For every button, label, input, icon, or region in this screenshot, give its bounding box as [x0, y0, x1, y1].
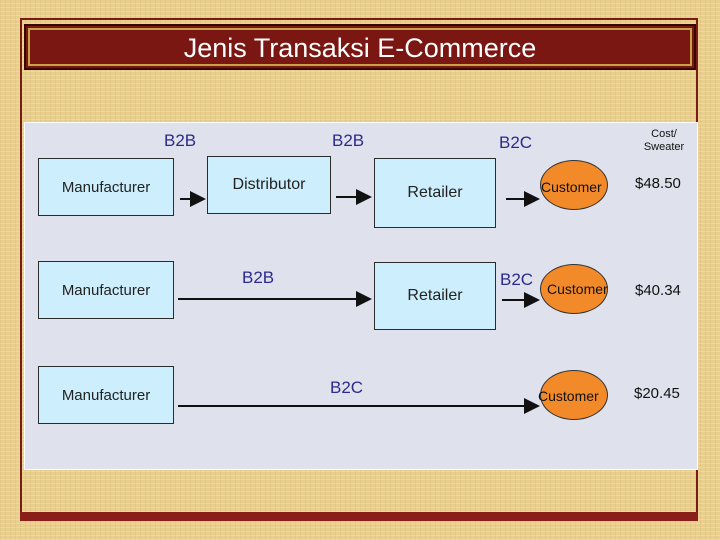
manufacturer-box-1: Manufacturer: [38, 158, 174, 216]
label-b2b-manufacturer-distributor: B2B: [164, 131, 197, 150]
label-b2b-manufacturer-retailer: B2B: [242, 268, 275, 287]
retailer-box-1: Retailer: [374, 158, 496, 228]
label-b2c-retailer-customer: B2C: [499, 133, 533, 152]
label-b2c-manufacturer-customer: B2C: [330, 378, 364, 397]
manufacturer-box-2: Manufacturer: [38, 261, 174, 319]
price-1: $48.50: [635, 175, 681, 192]
manufacturer-label: Manufacturer: [61, 386, 151, 404]
label-b2c-retailer-customer-2: B2C: [500, 270, 534, 289]
slide-title: Jenis Transaksi E-Commerce: [183, 33, 537, 63]
cost-header-line1: Cost/: [651, 128, 677, 140]
customer-node-1: [540, 160, 608, 210]
price-3: $20.45: [634, 385, 680, 402]
title-bar: [24, 24, 696, 70]
distributor-label: Distributor: [232, 176, 306, 193]
retailer-label: Retailer: [407, 184, 463, 201]
customer-node-3: [540, 370, 608, 420]
manufacturer-box-3: Manufacturer: [38, 366, 174, 424]
retailer-box-2: Retailer: [374, 262, 496, 330]
customer-label: Customer: [547, 281, 608, 297]
price-2: $40.34: [635, 282, 681, 299]
cost-header-line2: Sweater: [643, 141, 685, 153]
cost-header: Cost/ Sweater: [634, 128, 694, 154]
slide-frame-bottom-bar: [20, 512, 698, 521]
manufacturer-label: Manufacturer: [61, 178, 151, 196]
manufacturer-label: Manufacturer: [61, 281, 151, 299]
customer-label: Customer: [538, 388, 599, 404]
distributor-box: Distributor: [207, 156, 331, 214]
retailer-label: Retailer: [407, 287, 463, 304]
label-b2b-distributor-retailer: B2B: [332, 131, 365, 150]
customer-node-2: [540, 264, 608, 314]
customer-label: Customer: [541, 179, 602, 195]
